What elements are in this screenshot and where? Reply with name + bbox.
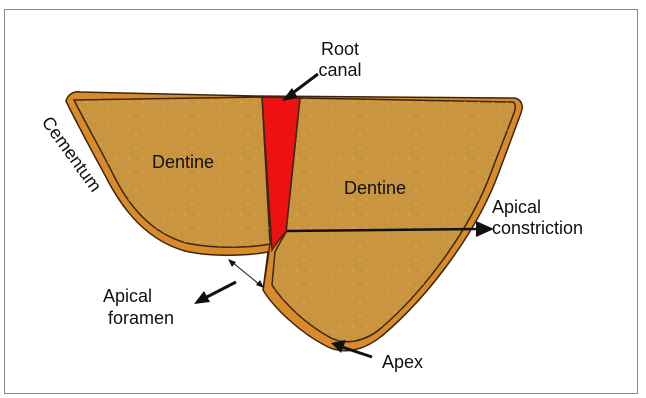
label-apical-constriction-1: Apical (492, 197, 541, 217)
dentine-right-texture (272, 98, 515, 342)
label-dentine-right: Dentine (344, 178, 406, 198)
arrow-apical-foramen (194, 282, 236, 304)
label-root-canal-2: canal (318, 60, 361, 80)
label-apical-foramen-2: foramen (108, 308, 174, 328)
label-apex: Apex (382, 352, 423, 372)
label-apical-foramen-1: Apical (103, 286, 152, 306)
label-root-canal-1: Root (321, 39, 359, 59)
label-dentine-left: Dentine (152, 152, 214, 172)
label-apical-constriction-2: constriction (492, 218, 583, 238)
